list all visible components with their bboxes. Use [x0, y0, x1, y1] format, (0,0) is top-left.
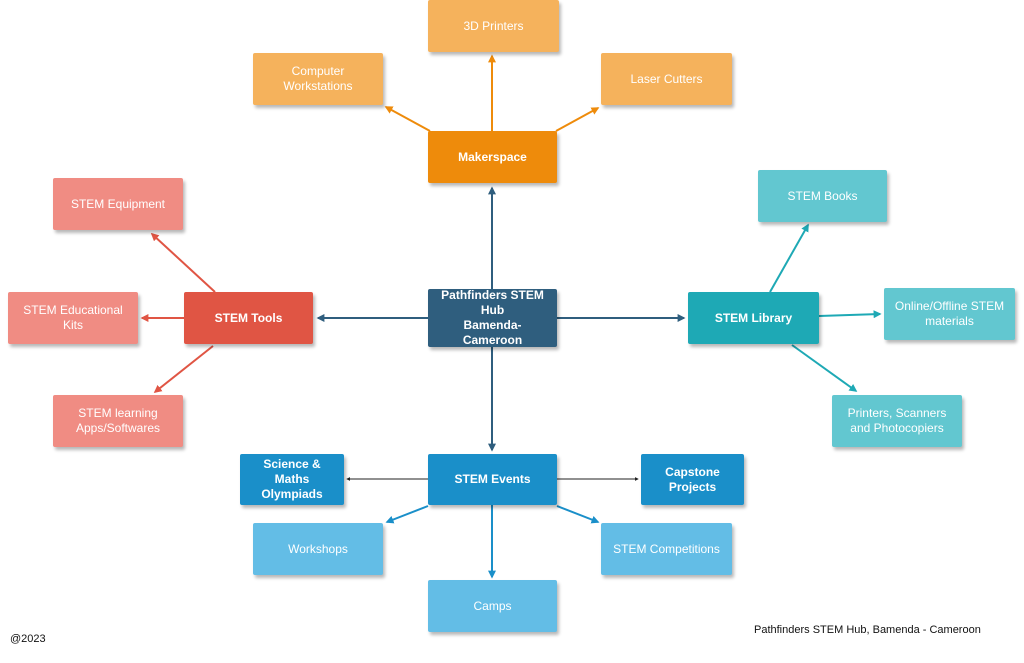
stem-events-node: STEM Events [428, 454, 557, 505]
computer-workstations-node: Computer Workstations [253, 53, 383, 105]
printers-scanners-node: Printers, Scanners and Photocopiers [832, 395, 962, 447]
camps-node: Camps [428, 580, 557, 632]
makerspace-node: Makerspace [428, 131, 557, 183]
online-offline-materials-node: Online/Offline STEM materials [884, 288, 1015, 340]
stem-books-node: STEM Books [758, 170, 887, 222]
maker-to-laser-arrow [555, 107, 600, 132]
hub-node: Pathfinders STEM Hub Bamenda-Cameroon [428, 288, 557, 347]
events-to-workshops-arrow [385, 505, 429, 524]
stem-tools-node: STEM Tools [184, 292, 313, 344]
stem-learning-apps-node: STEM learning Apps/Softwares [53, 395, 183, 447]
library-to-books-arrow [769, 223, 809, 293]
copyright-text: @2023 [10, 633, 46, 645]
capstone-projects-node: Capstone Projects [641, 454, 744, 505]
tools-to-apps-arrow [153, 345, 214, 393]
olympiads-node: Science & Maths Olympiads [240, 454, 344, 505]
stem-educational-kits-node: STEM Educational Kits [8, 292, 138, 344]
library-to-online-arrow [818, 310, 882, 319]
workshops-node: Workshops [253, 523, 383, 575]
stem-equipment-node: STEM Equipment [53, 178, 183, 230]
3d-printers-node: 3D Printers [428, 0, 559, 52]
stem-competitions-node: STEM Competitions [601, 523, 732, 575]
credit-text: Pathfinders STEM Hub, Bamenda - Cameroon [754, 624, 981, 636]
stem-library-node: STEM Library [688, 292, 819, 344]
tools-to-equipment-arrow [150, 232, 216, 293]
maker-to-workstations-arrow [384, 106, 431, 132]
laser-cutters-node: Laser Cutters [601, 53, 732, 105]
events-to-competitions-arrow [556, 505, 600, 524]
library-to-printers-arrow [791, 344, 858, 392]
